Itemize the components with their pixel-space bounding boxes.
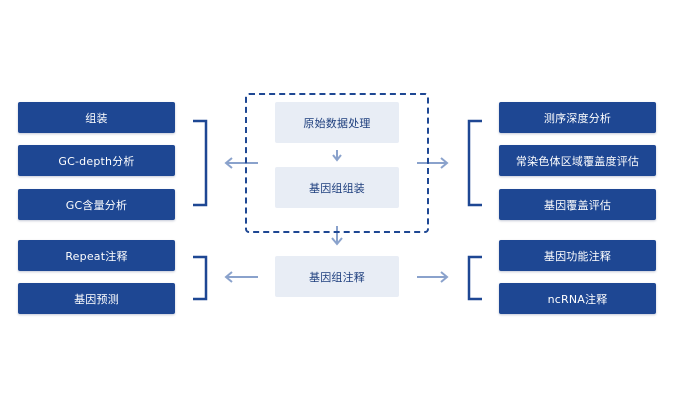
arrow-to-right-assembly xyxy=(417,157,449,169)
right-assembly-item: 常染色体区域覆盖度评估 xyxy=(499,145,656,176)
right-annotation-item: ncRNA注释 xyxy=(499,283,656,314)
right-assembly-item: 测序深度分析 xyxy=(499,102,656,133)
right-assembly-item: 基因覆盖评估 xyxy=(499,189,656,220)
arrow-to-right-annotation xyxy=(417,271,449,283)
arrow-assembly-to-annotation xyxy=(331,226,343,246)
left-assembly-item: 组装 xyxy=(18,102,175,133)
arrow-process-to-assembly xyxy=(332,150,342,162)
right-assembly-bracket xyxy=(467,119,482,207)
left-annotation-bracket xyxy=(193,255,208,301)
arrow-to-left-assembly xyxy=(224,157,258,169)
left-assembly-bracket xyxy=(193,119,208,207)
right-annotation-item: 基因功能注释 xyxy=(499,240,656,271)
left-assembly-item: GC含量分析 xyxy=(18,189,175,220)
genome-assembly-box: 基因组组装 xyxy=(275,167,399,208)
assembly-stage-frame xyxy=(245,93,429,233)
genome-annotation-box: 基因组注释 xyxy=(275,256,399,297)
right-annotation-bracket xyxy=(467,255,482,301)
left-assembly-item: GC-depth分析 xyxy=(18,145,175,176)
left-annotation-item: 基因预测 xyxy=(18,283,175,314)
raw-data-processing-box: 原始数据处理 xyxy=(275,102,399,143)
left-annotation-item: Repeat注释 xyxy=(18,240,175,271)
arrow-to-left-annotation xyxy=(224,271,258,283)
